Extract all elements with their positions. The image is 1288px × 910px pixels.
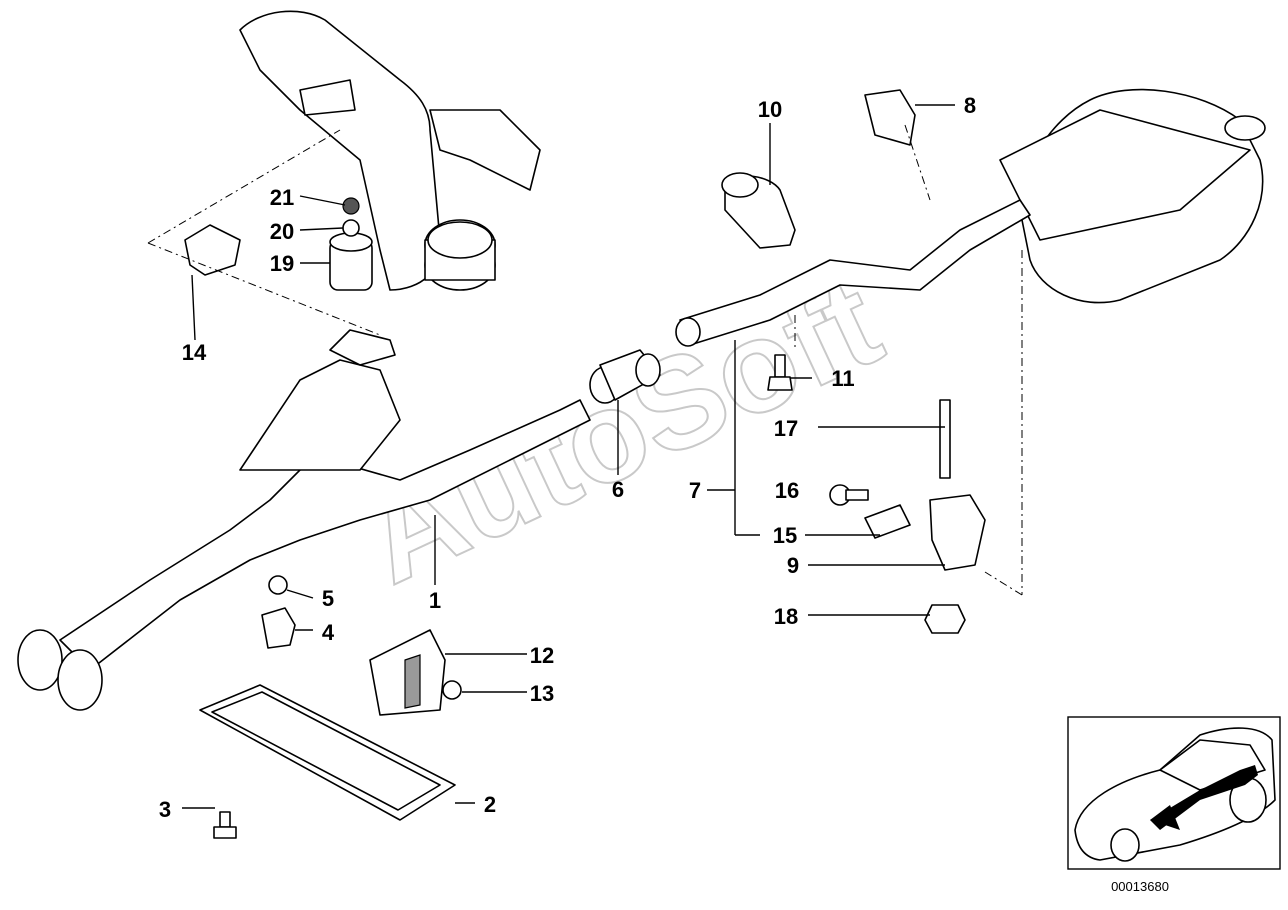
callout-1: 1 (429, 588, 441, 613)
front-exhaust-pipe (17, 329, 591, 711)
callout-21: 21 (270, 185, 294, 210)
callout-8: 8 (964, 93, 976, 118)
plate-15 (864, 504, 911, 539)
callout-7: 7 (689, 478, 701, 503)
callout-19: 19 (270, 251, 294, 276)
rear-muffler (999, 88, 1266, 304)
callout-9: 9 (787, 553, 799, 578)
bracket-14 (184, 224, 241, 276)
pipe-clamp (589, 349, 661, 404)
callout-20: 20 (270, 219, 294, 244)
leader-lines (182, 104, 955, 809)
nut-13 (442, 680, 462, 700)
rubber-bushing (329, 232, 373, 291)
callout-2: 2 (484, 792, 496, 817)
callout-4: 4 (322, 620, 335, 645)
heat-shield (199, 684, 456, 821)
callout-14: 14 (182, 340, 207, 365)
nut-18 (924, 604, 966, 634)
washer (342, 219, 360, 237)
callout-16: 16 (775, 478, 799, 503)
callout-6: 6 (612, 477, 624, 502)
vibration-damper (721, 172, 796, 249)
rubber-mount-12 (369, 629, 446, 716)
reference-number: 00013680 (1111, 879, 1169, 894)
callout-15: 15 (773, 523, 797, 548)
stud-17 (939, 399, 951, 479)
assembly-guide-lines (147, 124, 1023, 596)
nut-5 (268, 575, 288, 595)
bolt-3 (213, 811, 237, 839)
callout-11: 11 (831, 366, 854, 391)
callout-13: 13 (530, 681, 554, 706)
callout-5: 5 (322, 586, 334, 611)
callout-3: 3 (159, 797, 171, 822)
callout-10: 10 (758, 97, 782, 122)
bracket-4 (261, 607, 296, 649)
callout-17: 17 (774, 416, 798, 441)
transmission-housing (239, 10, 541, 291)
hanger-9 (929, 494, 986, 571)
callout-18: 18 (774, 604, 798, 629)
bolt-11 (767, 354, 793, 391)
bracket-8 (864, 89, 916, 146)
nut-21 (342, 197, 360, 215)
intermediate-pipe (675, 199, 1031, 347)
bolt-16 (829, 484, 869, 506)
callout-12: 12 (530, 643, 554, 668)
car-location-inset (1067, 716, 1281, 870)
watermark: AutoSoft (341, 247, 900, 611)
